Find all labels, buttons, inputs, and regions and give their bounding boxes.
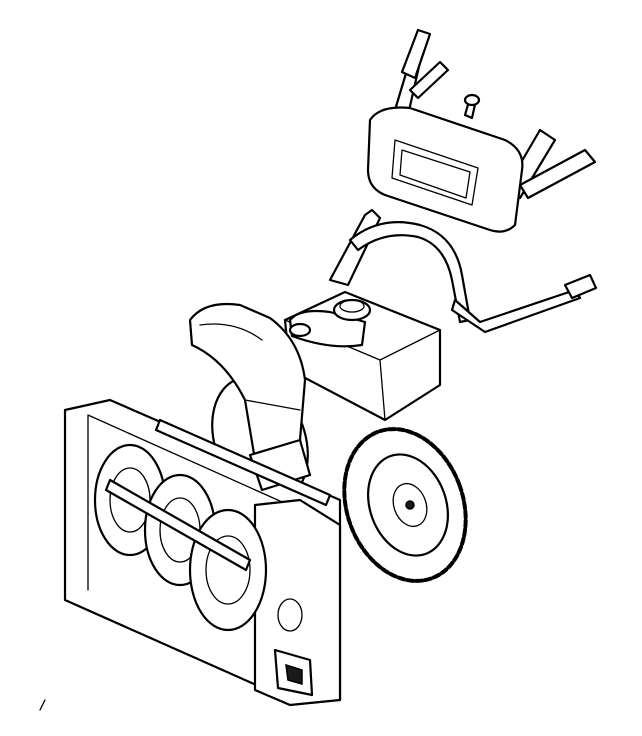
mark xyxy=(39,699,46,711)
augers xyxy=(93,443,268,632)
wheel-right xyxy=(342,427,468,583)
control-panel xyxy=(366,106,524,233)
drive-shaft xyxy=(154,418,332,507)
handle-assembly xyxy=(328,28,598,334)
engine xyxy=(283,290,442,422)
